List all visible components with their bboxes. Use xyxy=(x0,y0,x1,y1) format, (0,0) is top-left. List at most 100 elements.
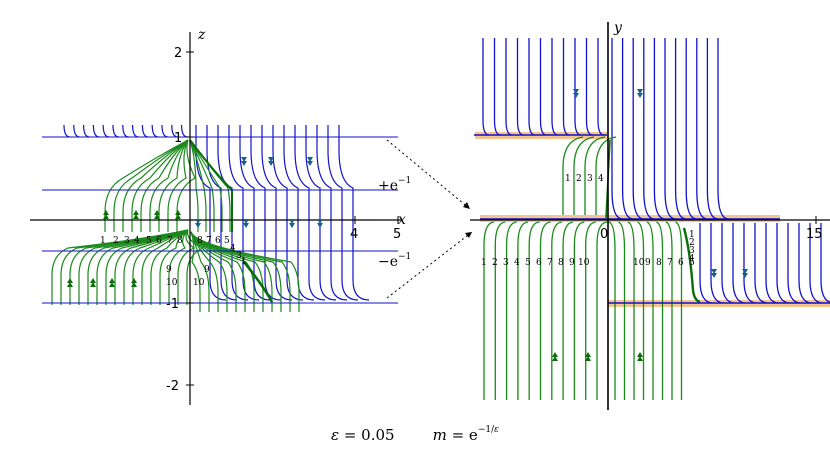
trajectory-curve xyxy=(113,139,189,232)
trajectory-curve xyxy=(562,136,584,215)
tick-right-15: 15 xyxy=(806,227,823,242)
trajectory-curve xyxy=(820,223,830,304)
trajectory-number-right: 8 xyxy=(656,258,662,268)
m-symbol: m xyxy=(432,426,447,444)
trajectory-curve xyxy=(721,223,735,304)
y-axis-label: y xyxy=(613,20,623,36)
trajectory-number-left: 7 xyxy=(547,258,553,268)
tick-z-minus-2: -2 xyxy=(166,379,179,394)
double-arrow-down-icon xyxy=(573,89,579,98)
x-axis-label: x xyxy=(398,212,406,228)
right-arrows xyxy=(552,89,748,361)
trajectory-curve xyxy=(190,231,219,312)
trajectory-curve xyxy=(574,38,582,136)
highlight-trajectory xyxy=(242,261,274,303)
trajectory-curve xyxy=(494,221,506,400)
trajectory-curve xyxy=(283,125,315,301)
double-arrow-down-icon xyxy=(195,219,201,228)
trajectory-curve xyxy=(573,221,585,400)
trajectory-number-stack: 2 xyxy=(689,238,695,248)
trajectory-curve xyxy=(151,124,159,138)
trajectory-curve xyxy=(167,139,189,232)
trajectory-number-left: 4 xyxy=(134,236,140,246)
double-arrow-up-icon xyxy=(552,352,558,361)
trajectory-curve xyxy=(776,223,790,304)
m-equals: = e xyxy=(446,426,478,444)
trajectory-curve xyxy=(189,139,215,232)
double-arrow-down-icon xyxy=(289,219,295,228)
trajectory-number-left: 5 xyxy=(525,258,531,268)
trajectory-number-right: 7 xyxy=(206,236,212,246)
trajectory-curve xyxy=(190,231,300,312)
double-arrow-up-icon xyxy=(154,210,160,219)
trajectory-curve xyxy=(675,221,683,400)
trajectory-curve xyxy=(493,38,501,136)
trajectory-curve xyxy=(122,124,129,138)
double-arrow-up-icon xyxy=(103,210,109,219)
trajectory-curve xyxy=(505,38,513,136)
trajectory-curve xyxy=(92,124,100,138)
epsilon-value: = 0.05 xyxy=(339,426,395,444)
trajectory-curve xyxy=(551,38,559,136)
trajectory-curve xyxy=(190,231,228,312)
trajectory-curve xyxy=(159,229,189,305)
trajectory-curve xyxy=(83,124,90,138)
double-arrow-up-icon xyxy=(637,352,643,361)
trajectory-curve xyxy=(528,221,540,400)
double-arrow-down-icon xyxy=(268,157,274,166)
trajectory-number-right: 9 xyxy=(645,258,651,268)
trajectory-curve xyxy=(190,231,201,312)
trajectory-number-lower: 10 xyxy=(193,278,205,288)
trajectory-curve xyxy=(608,221,616,400)
double-arrow-up-icon xyxy=(175,210,181,219)
double-arrow-up-icon xyxy=(585,352,591,361)
trajectory-number-right: 6 xyxy=(678,258,684,268)
double-arrow-up-icon xyxy=(109,278,115,287)
trajectory-curve xyxy=(653,38,665,220)
trajectory-curve xyxy=(482,38,490,136)
trajectory-curve xyxy=(189,139,223,232)
trajectory-curve xyxy=(732,223,746,304)
trajectory-curve xyxy=(585,38,593,136)
trajectory-curve xyxy=(597,38,605,136)
trajectory-number-right: 6 xyxy=(215,236,221,246)
trajectory-curve xyxy=(585,221,596,400)
trajectory-curve xyxy=(132,124,139,138)
tick-x-5: 5 xyxy=(393,227,401,242)
trajectory-curve xyxy=(646,221,654,400)
trajectory-curve xyxy=(596,221,608,400)
trajectory-curve xyxy=(621,38,633,220)
trajectory-curve xyxy=(743,223,757,304)
trajectory-curve xyxy=(105,229,189,305)
trajectory-curve xyxy=(114,229,189,305)
trajectory-curve xyxy=(637,221,645,400)
trajectory-curve xyxy=(674,38,686,220)
zoom-arrow-upper-icon xyxy=(463,202,470,209)
trajectory-curve xyxy=(699,223,713,304)
trajectory-curve xyxy=(150,229,189,305)
trajectory-curve xyxy=(595,136,617,215)
trajectory-number-right: 4 xyxy=(230,244,236,254)
trajectory-curve xyxy=(656,221,664,400)
trajectory-curve xyxy=(643,38,654,220)
double-arrow-down-icon xyxy=(317,219,323,228)
trajectory-curve xyxy=(189,139,199,232)
trajectory-curve xyxy=(562,38,570,136)
trajectory-number-lower: 10 xyxy=(166,278,178,288)
trajectory-curve xyxy=(611,38,623,220)
trajectory-curve xyxy=(316,125,348,301)
trajectory-curve xyxy=(627,221,635,400)
trajectory-curve xyxy=(665,221,673,400)
trajectory-curve xyxy=(158,139,189,232)
trajectory-curve xyxy=(239,125,271,301)
trajectory-number-right: 5 xyxy=(689,258,695,268)
epsilon-symbol: ε xyxy=(331,426,340,444)
double-arrow-up-icon xyxy=(131,278,137,287)
trajectory-number-upper: 2 xyxy=(576,174,582,184)
trajectory-number-left: 8 xyxy=(177,236,183,246)
